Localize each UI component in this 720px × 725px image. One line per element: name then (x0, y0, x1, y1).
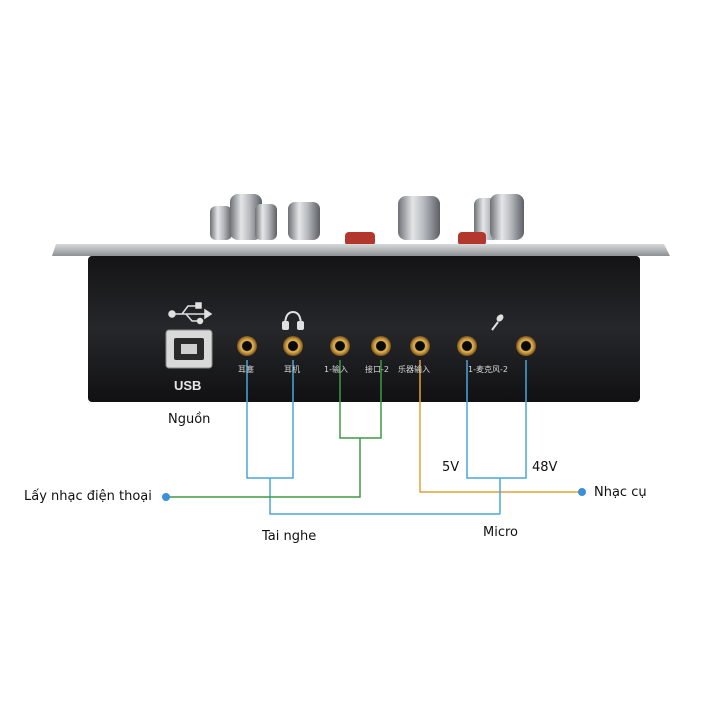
jack-mic-2[interactable] (516, 336, 536, 356)
knob[interactable] (230, 194, 262, 240)
port-label-input2: 接口-2 (365, 365, 389, 374)
red-button[interactable] (345, 232, 375, 246)
phone-music-lines (166, 360, 382, 498)
callout-headphones: Tai nghe (262, 529, 317, 544)
usb-label: USB (174, 378, 202, 393)
headphone-icon (282, 310, 304, 330)
jack-instrument[interactable] (410, 336, 430, 356)
knob-group (210, 194, 524, 246)
jack-input-1[interactable] (330, 336, 350, 356)
jacks (237, 336, 536, 356)
callout-5v: 5V (442, 460, 460, 475)
knob[interactable] (210, 206, 232, 240)
callout-phone-music: Lấy nhạc điện thoại (24, 489, 152, 504)
knob[interactable] (255, 204, 277, 240)
port-label-earphone: 耳塞 (238, 365, 254, 374)
callout-instrument: Nhạc cụ (594, 485, 647, 500)
port-label-input1: 1-输入 (324, 365, 348, 374)
jack-headphone[interactable] (283, 336, 303, 356)
usb-port[interactable] (165, 329, 213, 369)
top-plate (52, 244, 670, 256)
microphone-icon (491, 314, 504, 331)
callout-48v: 48V (532, 460, 558, 475)
instrument-dot (578, 488, 586, 496)
knob[interactable] (490, 194, 524, 240)
port-label-mic: 1-麦克风-2 (468, 365, 508, 374)
jack-mic-1[interactable] (457, 336, 477, 356)
red-button[interactable] (458, 232, 486, 246)
phone-music-dot (162, 493, 170, 501)
port-label-headphone: 耳机 (284, 365, 300, 374)
jack-earphone[interactable] (237, 336, 257, 356)
callout-micro: Micro (483, 525, 518, 540)
knob[interactable] (288, 202, 320, 240)
port-label-instrument: 乐器输入 (398, 365, 430, 374)
instrument-lines (419, 360, 582, 493)
knob[interactable] (398, 196, 440, 240)
device-panel (88, 256, 640, 402)
headphone-lines (246, 360, 500, 515)
callout-power: Nguồn (168, 412, 211, 427)
jack-input-2[interactable] (371, 336, 391, 356)
usb-icon (168, 302, 213, 325)
mic-lines (466, 360, 527, 514)
